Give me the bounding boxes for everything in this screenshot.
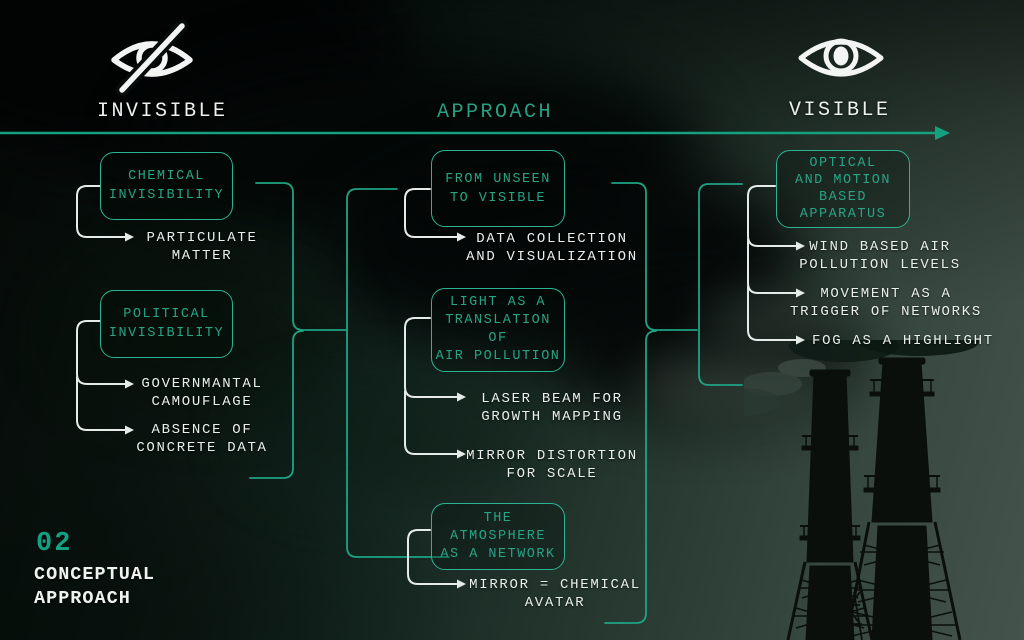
- box-light-as-translation: LIGHT AS A TRANSLATION OF AIR POLLUTION: [431, 288, 565, 372]
- box-line: ATMOSPHERE: [449, 528, 546, 544]
- box-line: OF: [488, 331, 508, 346]
- box-line: LIGHT AS A: [449, 295, 546, 310]
- box-line: TRANSLATION: [445, 313, 551, 328]
- item-line: CAMOUFLAGE: [151, 394, 253, 410]
- section-number: 02: [36, 529, 73, 559]
- item-line: FOG AS A HIGHLIGHT: [812, 333, 994, 349]
- item-line: MIRROR DISTORTION: [466, 448, 638, 464]
- box-line: AIR POLLUTION: [435, 349, 561, 364]
- item-line: AVATAR: [524, 595, 586, 611]
- item-line: WIND BASED AIR: [809, 239, 951, 255]
- box-from-unseen-to-visible: FROM UNSEEN TO VISIBLE: [431, 150, 565, 227]
- item-laser-beam: LASER BEAM FOR GROWTH MAPPING: [464, 390, 640, 426]
- item-fog-highlight: FOG AS A HIGHLIGHT: [812, 332, 1012, 350]
- box-line: TO VISIBLE: [449, 190, 546, 206]
- box-line: POLITICAL: [123, 307, 210, 322]
- box-line: THE: [483, 510, 513, 526]
- item-wind-based-levels: WIND BASED AIR POLLUTION LEVELS: [796, 238, 964, 274]
- box-line: APPARATUS: [799, 207, 887, 222]
- box-line: INVISIBILITY: [108, 326, 225, 341]
- label-visible: VISIBLE: [789, 99, 891, 122]
- label-invisible: INVISIBLE: [97, 100, 228, 123]
- box-line: BASED: [818, 190, 867, 205]
- item-governmantal-camouflage: GOVERNMANTAL CAMOUFLAGE: [138, 375, 266, 411]
- box-line: FROM UNSEEN: [445, 171, 551, 187]
- chimney-smoke-puffs: [744, 340, 979, 416]
- box-line: AS A NETWORK: [440, 546, 556, 562]
- chimneys-silhouette: [744, 340, 979, 640]
- label-approach: APPROACH: [437, 101, 554, 124]
- item-mirror-distortion: MIRROR DISTORTION FOR SCALE: [464, 447, 640, 483]
- box-line: OPTICAL: [809, 156, 877, 171]
- item-line: PARTICULATE: [146, 230, 258, 246]
- box-political-invisibility: POLITICAL INVISIBILITY: [100, 290, 233, 358]
- item-line: MATTER: [171, 248, 233, 264]
- box-line: CHEMICAL: [128, 169, 205, 184]
- section-title-line2: APPROACH: [34, 588, 131, 609]
- item-movement-trigger: MOVEMENT AS A TRIGGER OF NETWORKS: [788, 285, 984, 321]
- right-chimney: [831, 357, 962, 640]
- item-line: GROWTH MAPPING: [481, 409, 623, 425]
- eye-icon: [798, 38, 884, 77]
- box-line: INVISIBILITY: [108, 188, 225, 203]
- item-line: MIRROR = CHEMICAL: [469, 577, 641, 593]
- item-line: GOVERNMANTAL: [141, 376, 263, 392]
- item-line: ABSENCE OF: [151, 422, 253, 438]
- item-line: DATA COLLECTION: [476, 231, 628, 247]
- item-line: POLLUTION LEVELS: [799, 257, 961, 273]
- item-data-collection: DATA COLLECTION AND VISUALIZATION: [464, 230, 640, 266]
- eye-off-icon: [111, 19, 193, 96]
- item-line: AND VISUALIZATION: [466, 249, 638, 265]
- item-absence-of-concrete-data: ABSENCE OF CONCRETE DATA: [134, 421, 270, 457]
- box-atmosphere-network: THE ATMOSPHERE AS A NETWORK: [431, 503, 565, 570]
- item-line: FOR SCALE: [506, 466, 598, 482]
- item-line: CONCRETE DATA: [136, 440, 268, 456]
- box-optical-motion-apparatus: OPTICAL AND MOTION BASED APPARATUS: [776, 150, 910, 228]
- section-title-line1: CONCEPTUAL: [34, 564, 156, 585]
- item-particulate-matter: PARTICULATE MATTER: [138, 229, 266, 265]
- box-line: AND MOTION: [794, 173, 891, 188]
- item-line: LASER BEAM FOR: [481, 391, 623, 407]
- left-chimney: [786, 369, 874, 640]
- item-line: MOVEMENT AS A: [820, 286, 952, 302]
- box-chemical-invisibility: CHEMICAL INVISIBILITY: [100, 152, 233, 220]
- item-line: TRIGGER OF NETWORKS: [790, 304, 982, 320]
- item-mirror-chemical-avatar: MIRROR = CHEMICAL AVATAR: [466, 576, 644, 612]
